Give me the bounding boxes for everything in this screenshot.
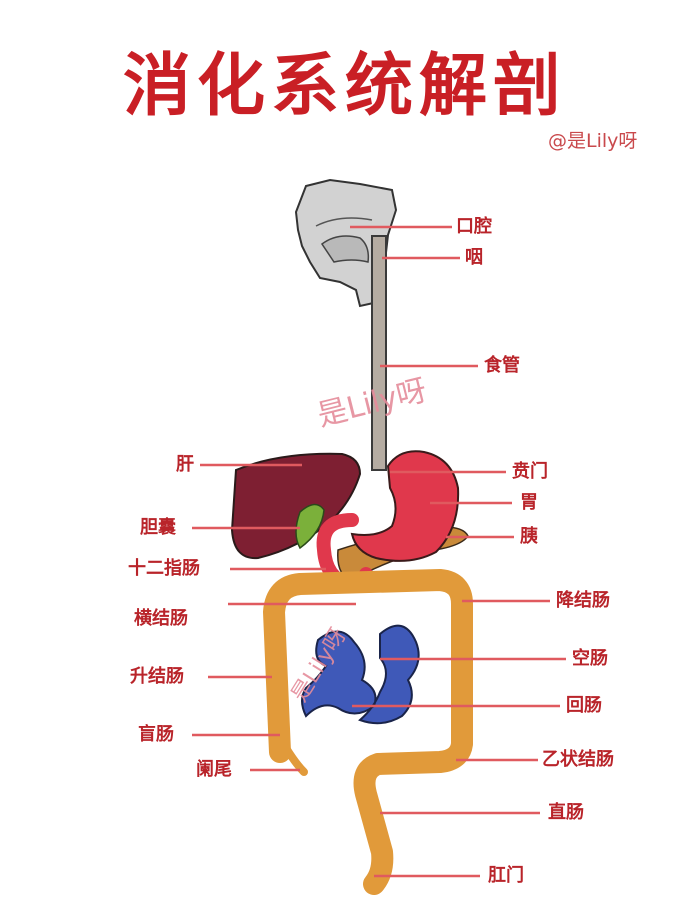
stomach-shape [350,450,460,562]
label-duodenum: 十二指肠 [128,558,200,579]
label-sigmoid-colon: 乙状结肠 [542,749,614,770]
page-title: 消化系统解剖 [122,46,567,126]
label-anus: 肛门 [488,865,524,886]
label-pharynx: 咽 [465,247,483,268]
label-transverse-colon: 横结肠 [134,608,188,629]
label-cardia: 贲门 [512,461,548,482]
leader-lines [192,225,566,878]
label-appendix: 阑尾 [196,759,232,780]
label-ileum: 回肠 [566,695,602,716]
label-gallbladder: 胆囊 [140,517,176,538]
label-jejunum: 空肠 [572,648,608,669]
small-intestine-shape [301,624,420,725]
colon-shape [263,569,473,895]
author-credit: @是Lily呀 [548,130,638,152]
label-esophagus: 食管 [484,355,520,376]
label-rectum: 直肠 [548,802,584,823]
appendix-shape [282,744,308,776]
liver-shape [230,452,362,560]
label-descending-colon: 降结肠 [556,590,610,611]
gallbladder-shape [295,503,325,550]
label-liver: 肝 [176,454,194,475]
label-ascending-colon: 升结肠 [130,666,184,687]
label-mouth: 口腔 [456,216,492,237]
esophagus-shape [371,235,387,471]
label-cecum: 盲肠 [138,724,174,745]
label-pancreas: 胰 [520,526,538,547]
label-stomach: 胃 [520,492,538,513]
